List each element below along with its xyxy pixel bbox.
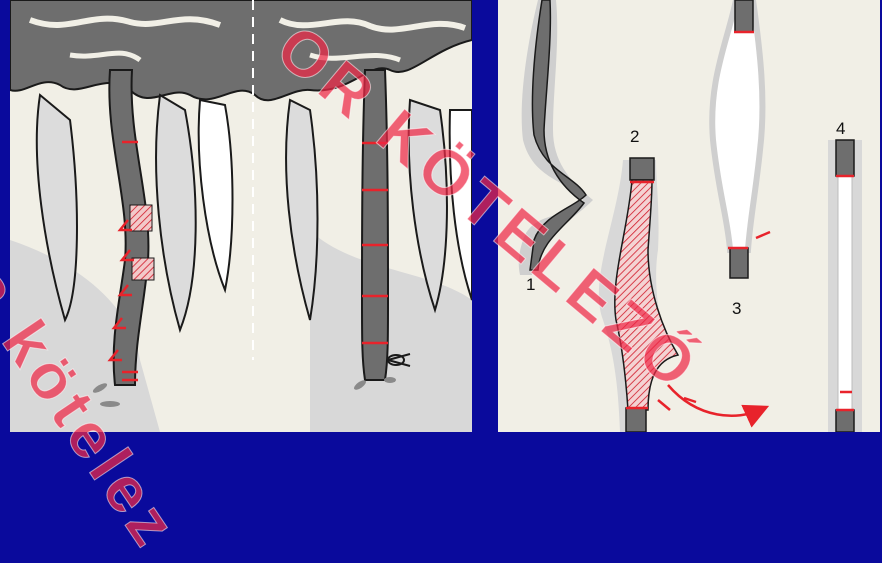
- right-panel: 1 2 3 4: [498, 0, 880, 432]
- step-label-4: 4: [836, 120, 845, 137]
- arrow-icon: [668, 385, 760, 416]
- figure: 1 2 3 4 Haa kötelez OR KÖTELEZŐ: [0, 0, 882, 432]
- left-panel: [10, 0, 472, 432]
- step-label-2: 2: [630, 128, 639, 145]
- step-label-3: 3: [732, 300, 741, 317]
- right-illustration: [498, 0, 880, 432]
- right-duct: [362, 70, 388, 380]
- left-illustration: [10, 0, 472, 432]
- step3-tube: [712, 0, 762, 250]
- step-label-1: 1: [526, 276, 535, 293]
